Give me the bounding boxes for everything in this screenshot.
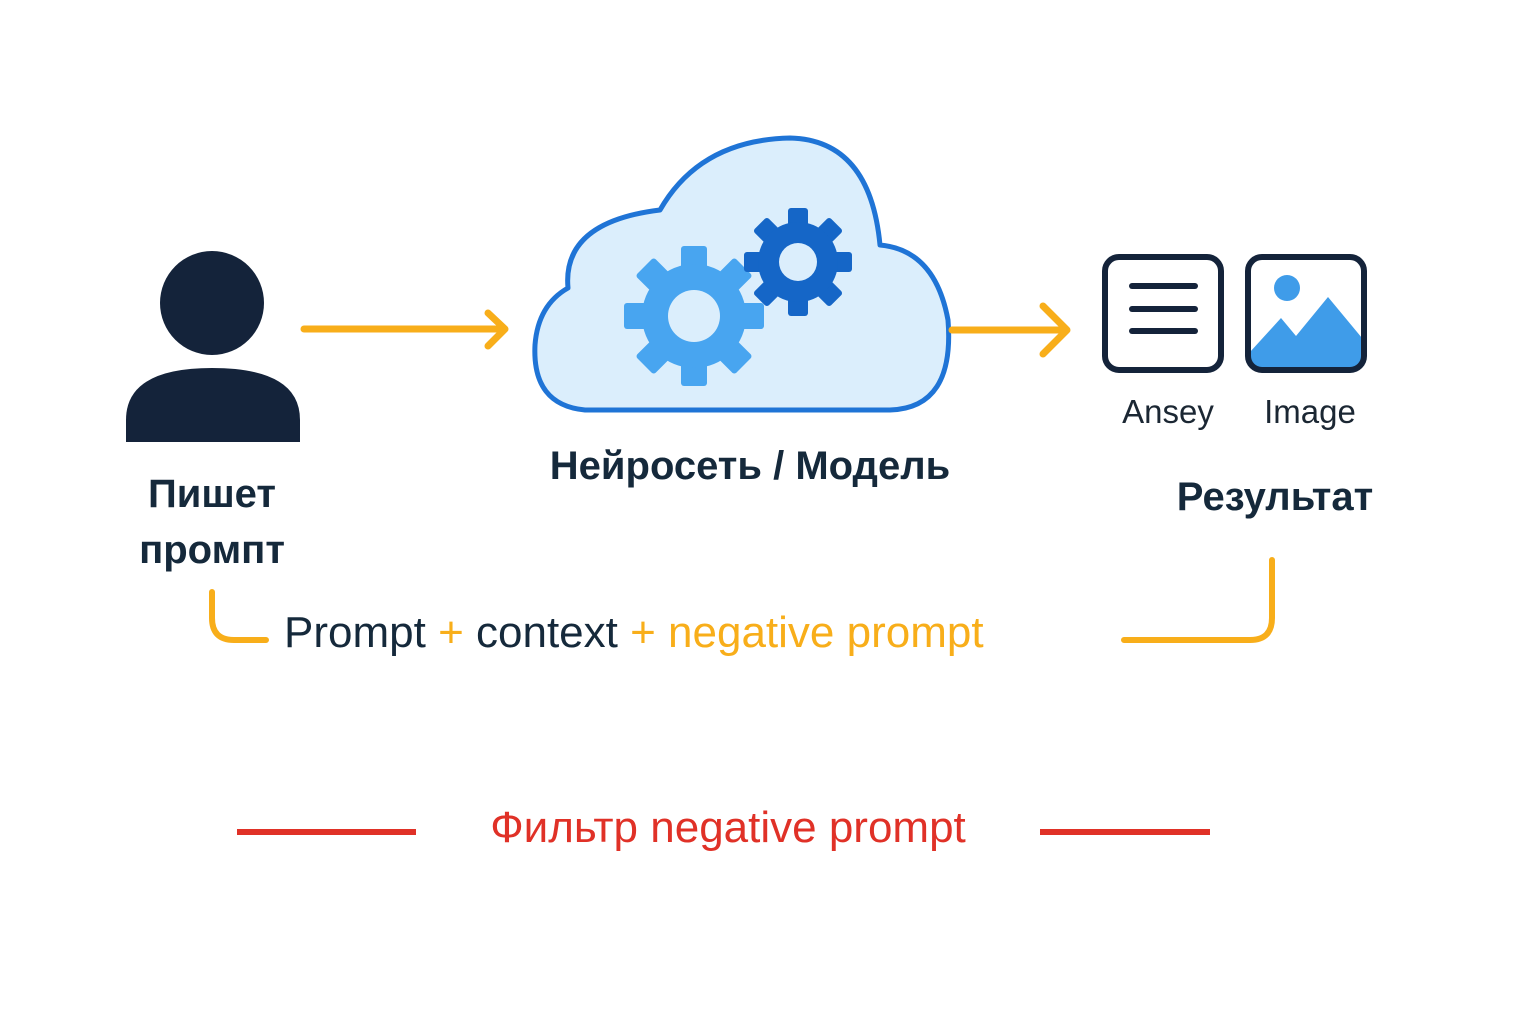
user-label-line1: Пишет	[148, 472, 276, 516]
answer-label: Ansey	[1122, 393, 1214, 430]
formula-plus-1: +	[438, 608, 464, 657]
arrow-user-to-model	[300, 309, 509, 350]
user-label: Пишет промпт	[112, 466, 312, 578]
formula: Prompt + context + negative prompt	[284, 608, 984, 658]
user-label-line2: промпт	[139, 528, 285, 572]
image-icon	[1245, 254, 1367, 373]
gear-icon-dark	[744, 208, 852, 316]
formula-negative-prompt: negative prompt	[668, 608, 984, 657]
gear-icon-light	[624, 246, 764, 386]
formula-context: context	[476, 608, 618, 657]
feedback-bracket	[209, 557, 1275, 643]
model-label: Нейросеть / Модель	[549, 444, 951, 488]
text-document-icon	[1102, 254, 1224, 373]
filter-label: Фильтр negative prompt	[490, 803, 966, 852]
formula-prompt: Prompt	[284, 608, 426, 657]
user-icon	[126, 251, 300, 442]
formula-plus-2: +	[630, 608, 656, 657]
arrow-model-to-result	[948, 302, 1071, 358]
result-label: Результат	[1176, 475, 1374, 519]
image-label: Image	[1264, 393, 1356, 430]
